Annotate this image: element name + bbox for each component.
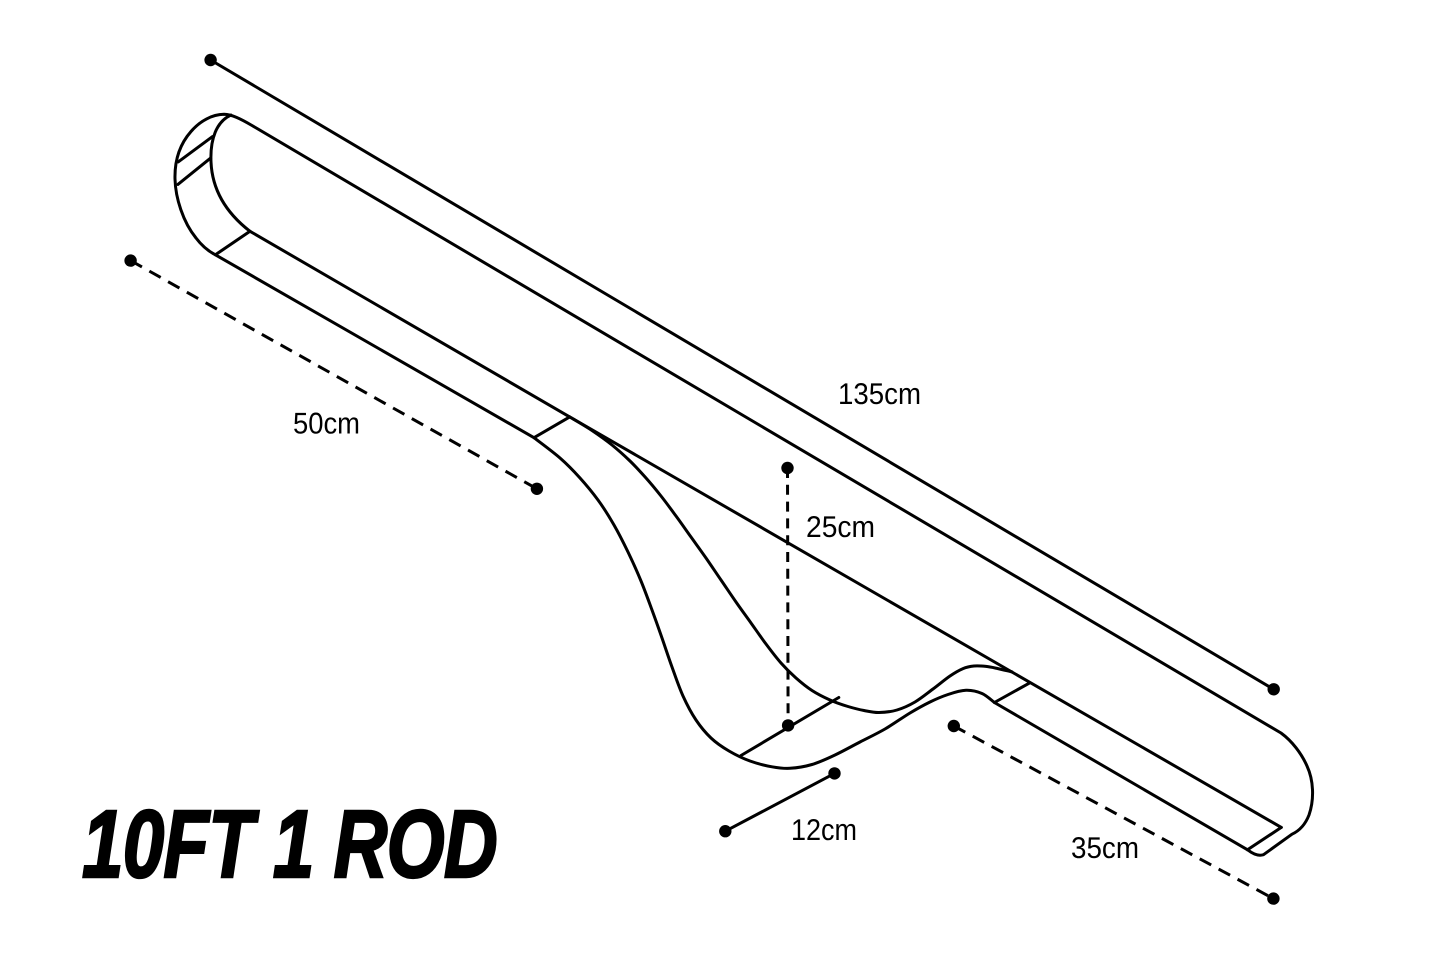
dimension-dot [1267, 683, 1280, 696]
dimension-dot [719, 825, 732, 838]
dimension-dot [947, 719, 960, 733]
front-crease-left-section [248, 229, 572, 419]
dimension-label-25cm: 25cm [806, 511, 875, 544]
strap-back-edge [568, 415, 1283, 829]
dimension-135cm: 135cm [204, 53, 1280, 696]
dimension-25cm: 25cm [781, 461, 875, 732]
dimension-50cm: 50cm [124, 254, 544, 495]
right-cap-band [1246, 825, 1283, 852]
dimension-dot [828, 767, 841, 780]
dimension-dot [781, 719, 795, 732]
left-cap-stitch-2 [176, 156, 213, 186]
dimension-line-35cm [953, 724, 1275, 900]
rod-sleeve-drawing [173, 112, 1314, 857]
dimension-line-12cm [724, 772, 836, 833]
dimension-12cm: 12cm [719, 767, 857, 847]
dimension-line-50cm [129, 259, 538, 491]
dimension-line-25cm [786, 467, 790, 726]
dimension-35cm: 35cm [947, 719, 1280, 905]
strap-back-rim-curve [568, 415, 1014, 715]
left-cap-inner-crease [209, 113, 252, 233]
dimension-label-50cm: 50cm [293, 408, 360, 441]
dimension-dot [781, 461, 794, 475]
dimension-line-135cm [209, 58, 1275, 691]
dimension-label-135cm: 135cm [838, 378, 921, 411]
dimension-dot [204, 53, 217, 67]
left-waist-seam [532, 415, 572, 440]
dimension-label-35cm: 35cm [1071, 832, 1139, 865]
diagram-title: 10FT 1 ROD [82, 791, 497, 898]
left-cap-seam [213, 229, 252, 257]
dimension-dot [124, 254, 137, 267]
sleeve-outer-silhouette [173, 112, 1314, 857]
dimension-dot [1267, 892, 1280, 905]
dimension-label-12cm: 12cm [791, 814, 857, 847]
right-waist-seam [992, 681, 1031, 704]
left-cap-stitch-1 [176, 135, 214, 164]
dimension-dot [530, 482, 544, 495]
